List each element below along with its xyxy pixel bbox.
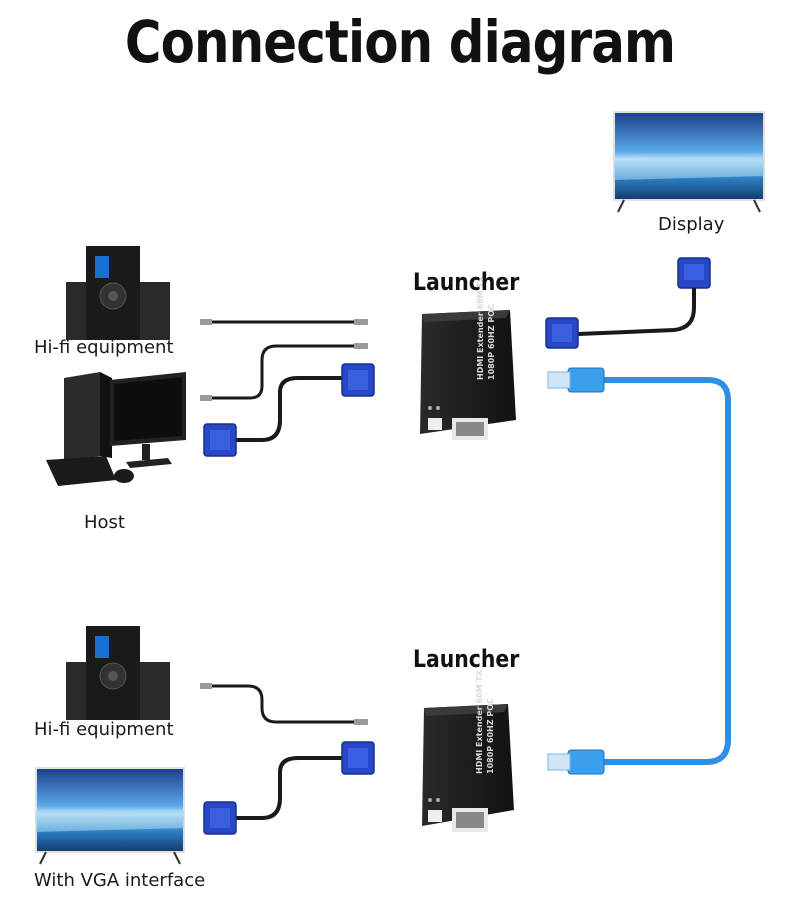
- host-computer-icon: [46, 372, 186, 486]
- display-monitor-icon: [613, 111, 765, 213]
- host-label: Host: [84, 512, 125, 533]
- hifi-top-label: Hi-fi equipment: [34, 337, 174, 358]
- launcher-top-print-line2: 1080P 60HZ POC: [487, 304, 496, 380]
- launcher-bottom-print-line2: 1080P 60HZ POC: [486, 698, 495, 774]
- page-title: Connection diagram: [124, 8, 676, 76]
- vga-cable-tv: [203, 741, 375, 835]
- launcher-top-print-line1: HDMI Extender 60M TX: [476, 275, 485, 380]
- vga-tv-icon: [35, 767, 185, 865]
- launcher-bottom-label: Launcher: [413, 645, 520, 673]
- launcher-top-device: [420, 310, 516, 440]
- vga-interface-label: With VGA interface: [34, 870, 206, 891]
- launcher-bottom-device: [422, 704, 514, 832]
- rj45-connector-top: [547, 367, 605, 393]
- audio-cable-hifi-bottom: [200, 683, 368, 725]
- launcher-top-label: Launcher: [413, 268, 520, 296]
- speaker-system-icon-top: [66, 246, 170, 340]
- audio-cable-host: [200, 343, 368, 401]
- vga-cable-host: [203, 363, 375, 457]
- display-label: Display: [658, 214, 725, 235]
- speaker-system-icon-bottom: [66, 626, 170, 720]
- vga-connector-launcher-top-out: [545, 317, 579, 349]
- hifi-bottom-label: Hi-fi equipment: [34, 719, 174, 740]
- vga-connector-display: [677, 257, 711, 289]
- vga-cable-display: [577, 288, 696, 336]
- audio-cable-hifi-top: [200, 319, 368, 325]
- rj45-connector-bottom: [547, 749, 605, 775]
- launcher-bottom-print-line1: HDMI Extender 60M TX: [475, 669, 484, 774]
- network-cable: [604, 377, 731, 765]
